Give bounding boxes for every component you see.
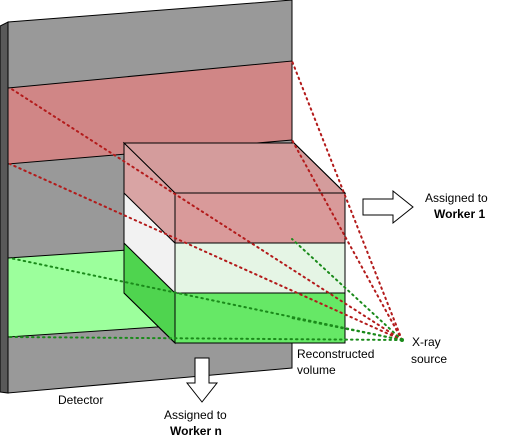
green-slab-front [174,292,346,344]
detector-side-edge [0,21,9,394]
xray-source-point [400,338,404,342]
green-rays [9,238,403,341]
green-ray [9,336,403,341]
worker1-label-line2: Worker 1 [434,207,485,221]
detector-label: Detector [58,393,103,407]
xray-source-label-line1: X-ray [412,335,441,349]
middle-slab-front [174,242,346,294]
workern-label-line1: Assigned to [164,408,227,422]
worker1-label-line1: Assigned to [425,191,488,205]
red-ray [9,87,403,341]
red-slab [122,141,347,245]
red-ray [9,163,403,341]
volume-edge [123,292,176,344]
red-ray [291,60,403,341]
volume-edge [293,142,346,194]
red-slab-front [174,192,346,244]
middle-slab [123,191,346,295]
red-rays [9,60,403,341]
green-ray [291,317,403,341]
detector-red-band [7,60,293,165]
volume-label-line1: Reconstructed [297,347,374,361]
workern-label-line2: Worker n [170,424,222,438]
xray-source-label-line2: source [411,352,447,366]
arrow-down-icon [185,357,219,403]
red-ray [291,139,403,341]
arrow-right-icon [362,189,414,225]
volume-label-line2: volume [297,363,336,377]
volume-outline [123,142,346,344]
